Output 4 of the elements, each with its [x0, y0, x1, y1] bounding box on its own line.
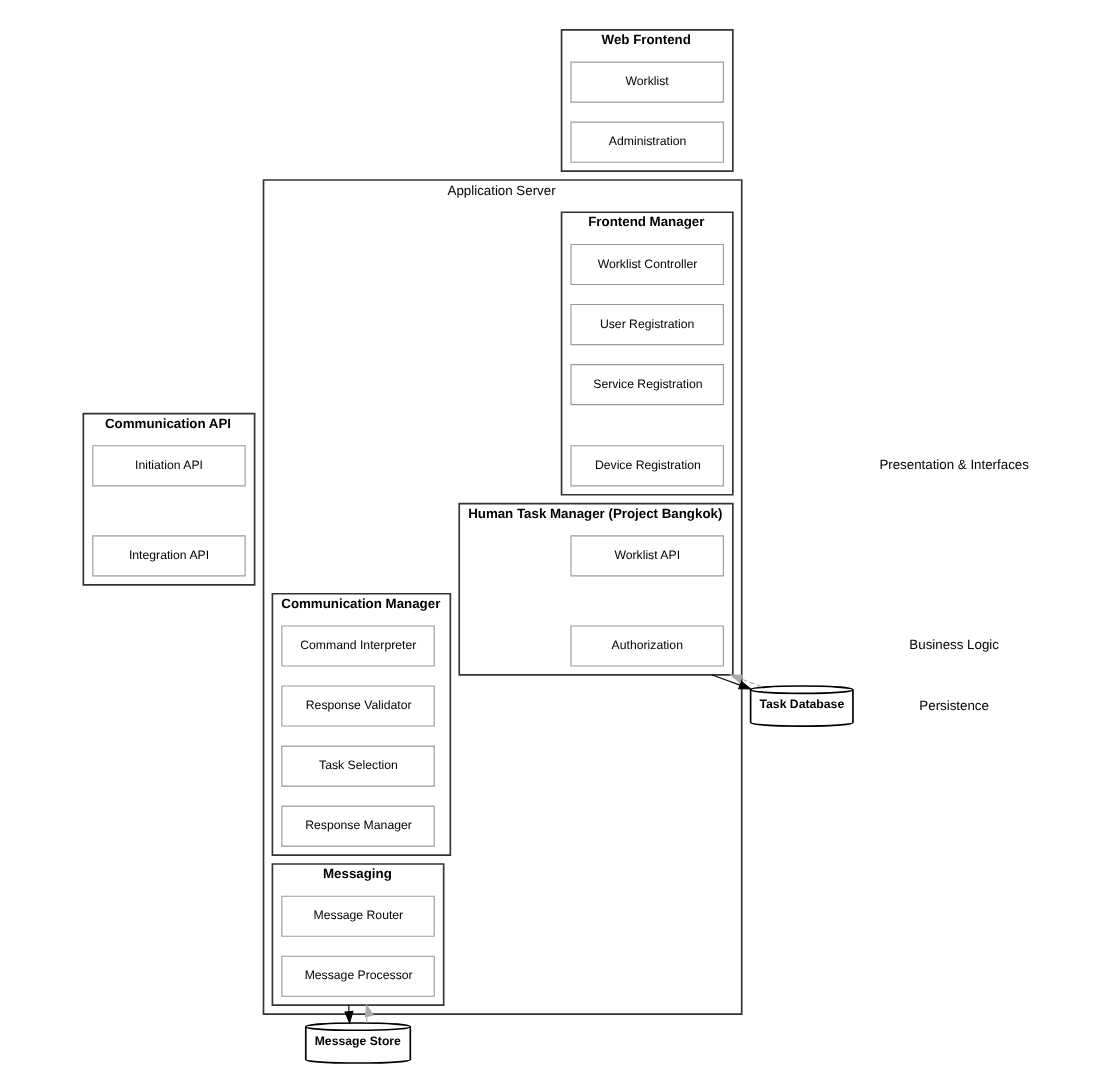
arrow	[711, 674, 753, 690]
arrow	[729, 674, 763, 688]
arrow	[364, 1003, 374, 1024]
arrow	[344, 1004, 354, 1025]
